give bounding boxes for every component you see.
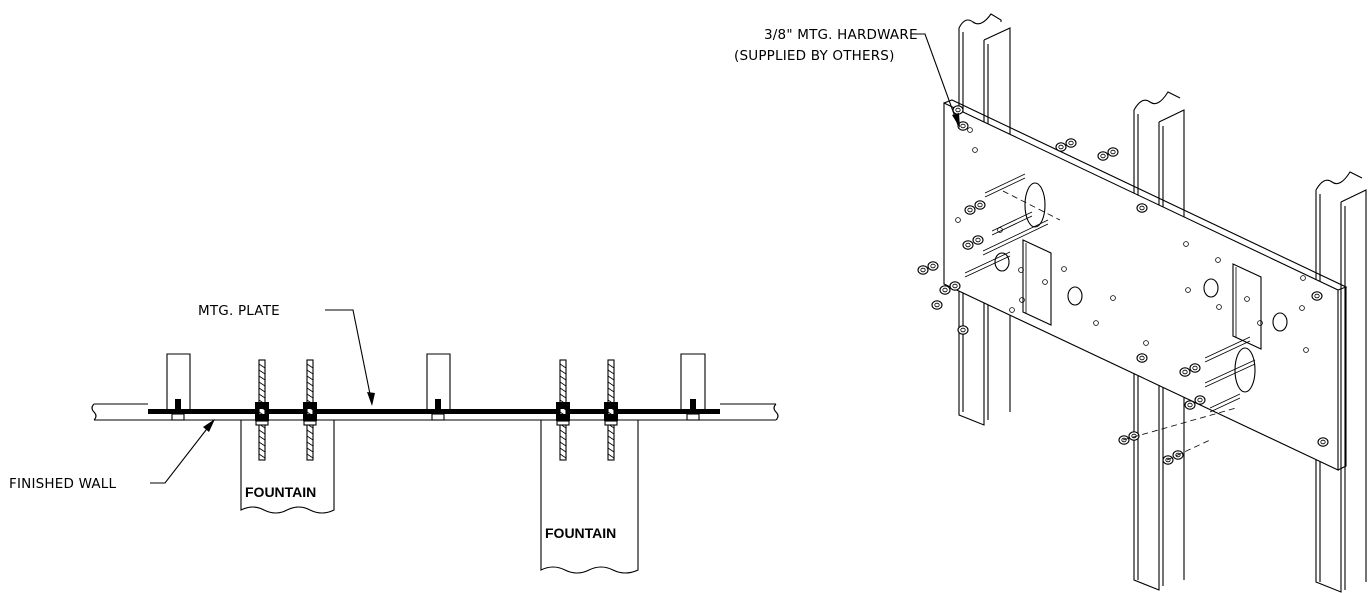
plate-hole bbox=[972, 147, 978, 153]
plate-hole bbox=[1244, 296, 1250, 302]
nut-washer bbox=[949, 281, 961, 291]
nut-washer bbox=[931, 300, 943, 310]
nut-washer bbox=[1179, 367, 1191, 377]
plate-hole bbox=[1093, 320, 1099, 326]
nut-washer bbox=[1162, 455, 1174, 465]
plate-hole bbox=[955, 217, 961, 223]
iso-threaded-rod bbox=[984, 173, 1026, 198]
nut-washer bbox=[1065, 138, 1077, 148]
mounting-plate-label: MTG. PLATE bbox=[198, 303, 280, 319]
plate-hole bbox=[1215, 257, 1221, 263]
iso-threaded-rod bbox=[1204, 336, 1251, 363]
rod-nut bbox=[556, 402, 570, 409]
rod-nut bbox=[303, 414, 317, 421]
nut-washer bbox=[962, 240, 974, 250]
wall-leader: FINISHED WALL bbox=[9, 419, 215, 492]
fountain-left-label: FOUNTAIN bbox=[245, 484, 316, 500]
rod-nut bbox=[604, 414, 618, 421]
iso-threaded-rod bbox=[991, 211, 1033, 236]
plate-hole bbox=[1257, 320, 1263, 326]
plate-hole bbox=[1183, 241, 1189, 247]
nut-washer bbox=[1136, 203, 1148, 213]
nut-washer bbox=[957, 121, 969, 131]
nut-washer bbox=[1184, 400, 1196, 410]
plate-hole bbox=[1299, 305, 1305, 311]
fountain-left: FOUNTAIN bbox=[240, 420, 335, 514]
nut-washer bbox=[1128, 431, 1140, 441]
nut-washer bbox=[952, 105, 964, 115]
plate-hole bbox=[1110, 295, 1116, 301]
iso-mounting-plate bbox=[943, 99, 1348, 471]
rod-nut bbox=[255, 402, 269, 409]
plate-hole bbox=[1303, 347, 1309, 353]
rod-washer bbox=[303, 420, 317, 426]
nut-washer bbox=[927, 261, 939, 271]
stud-screws bbox=[171, 399, 700, 421]
iso-threaded-rod bbox=[982, 219, 1049, 256]
nut-washer bbox=[1097, 151, 1109, 161]
iso-threaded-rod bbox=[964, 251, 1011, 278]
rod-washer bbox=[255, 420, 269, 426]
iso-plate-holes bbox=[955, 127, 1309, 353]
threaded-rod bbox=[556, 359, 570, 461]
alignment-line bbox=[1166, 439, 1211, 461]
alignment-line bbox=[1002, 190, 1061, 221]
nut-washer bbox=[974, 200, 986, 210]
plate-hole bbox=[1143, 340, 1149, 346]
hardware-leader: 3/8" MTG. HARDWARE (SUPPLIED BY OTHERS) bbox=[734, 27, 960, 128]
plate-hole bbox=[1061, 266, 1067, 272]
rod-washer bbox=[604, 420, 618, 426]
plate-hole bbox=[1042, 279, 1048, 285]
finished-wall-label: FINISHED WALL bbox=[9, 476, 117, 492]
plate-hole bbox=[1018, 267, 1024, 273]
rod-nut bbox=[604, 402, 618, 409]
plate-hole bbox=[1185, 287, 1191, 293]
nut-washer bbox=[1136, 353, 1148, 363]
threaded-rods bbox=[255, 359, 618, 461]
studs bbox=[166, 353, 706, 409]
plate-hole bbox=[1216, 304, 1222, 310]
iso-threaded-rod bbox=[1204, 359, 1256, 388]
threaded-rod bbox=[255, 359, 269, 461]
section-view: FOUNTAIN FOUNTAIN MTG. PLATE FINISHED WA… bbox=[9, 303, 779, 574]
nut-washer bbox=[939, 285, 951, 295]
isometric-view: 3/8" MTG. HARDWARE (SUPPLIED BY OTHERS) bbox=[734, 13, 1367, 593]
fountain-right: FOUNTAIN bbox=[540, 420, 639, 574]
nut-washer bbox=[1107, 147, 1119, 157]
nut-washer bbox=[972, 235, 984, 245]
nut-washer bbox=[1317, 437, 1329, 447]
iso-threaded-rod bbox=[1209, 393, 1241, 413]
plate-leader: MTG. PLATE bbox=[198, 303, 375, 406]
threaded-rod bbox=[303, 359, 317, 461]
plate-hole bbox=[1019, 297, 1025, 303]
hardware-label-line1: 3/8" MTG. HARDWARE bbox=[764, 27, 918, 43]
nut-washer bbox=[964, 205, 976, 215]
plate-hole bbox=[1300, 275, 1306, 281]
nut-washer bbox=[1055, 142, 1067, 152]
nut-washer bbox=[1311, 291, 1323, 301]
rod-nut bbox=[255, 414, 269, 421]
plate-hole bbox=[967, 127, 973, 133]
nut-washer bbox=[917, 265, 929, 275]
mounting-plate-section bbox=[148, 409, 720, 414]
nut-washer bbox=[1189, 363, 1201, 373]
fountain-right-label: FOUNTAIN bbox=[545, 525, 616, 541]
iso-hardware bbox=[917, 105, 1329, 465]
nut-washer bbox=[957, 325, 969, 335]
rod-washer bbox=[556, 420, 570, 426]
plate-hole bbox=[1009, 307, 1015, 313]
rod-nut bbox=[303, 402, 317, 409]
threaded-rod bbox=[604, 359, 618, 461]
nut-washer bbox=[1194, 395, 1206, 405]
hardware-label-line2: (SUPPLIED BY OTHERS) bbox=[734, 48, 895, 64]
rod-nut bbox=[556, 414, 570, 421]
